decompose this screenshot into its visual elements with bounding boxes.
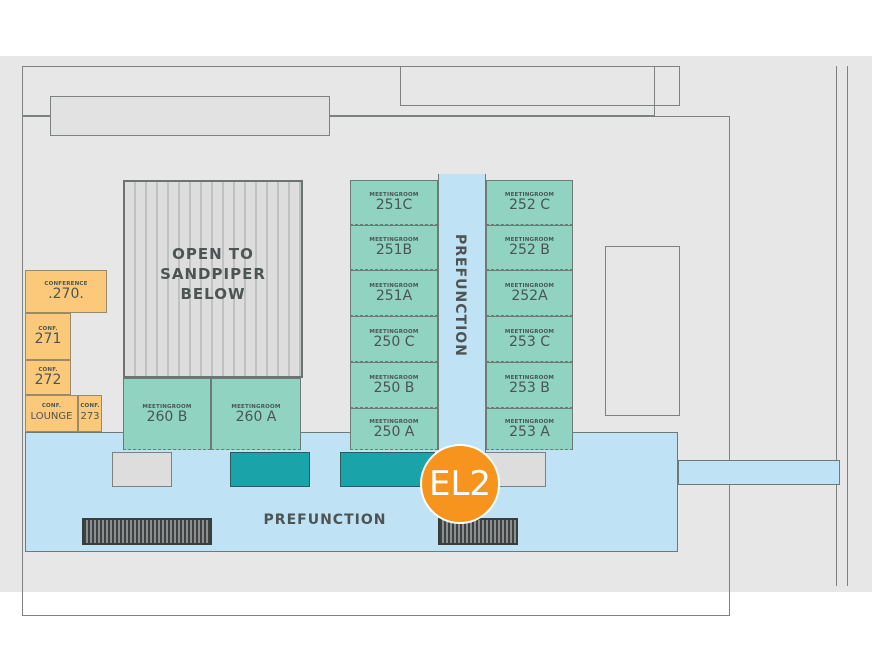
service-rooms-north [50, 96, 330, 136]
room-number: 252A [511, 287, 548, 304]
building-outline-north [22, 66, 655, 116]
prefunction-label: PREFUNCTION [263, 512, 387, 528]
room-number: 250 A [373, 423, 415, 440]
escalator-west [82, 518, 212, 545]
open-area-line2: SANDPIPER [160, 265, 266, 283]
floor-plan-map: PREFUNCTION PREFUNCTION OPEN TO SANDPIPE… [0, 56, 872, 616]
room-number: 250 C [373, 333, 415, 350]
east-corridor[interactable] [678, 460, 840, 485]
room-number: 260 A [235, 408, 277, 425]
room-type-label: CONF. [38, 367, 58, 373]
room-type-label: MEETINGROOM [369, 282, 419, 289]
prefunction-corridor[interactable] [438, 174, 486, 494]
prefunction-vertical-label: PREFUNCTION [452, 234, 468, 357]
open-to-sandpiper-area: OPEN TO SANDPIPER BELOW [123, 180, 303, 378]
room-number: 253 B [509, 379, 550, 396]
conference-room-271[interactable]: CONF.271 [25, 313, 71, 360]
loading-area [400, 66, 680, 106]
room-number: 273 [80, 411, 100, 422]
building-outline [22, 116, 730, 616]
room-number: 253 A [509, 423, 550, 440]
room-number: 271 [34, 331, 62, 347]
room-type-label: MEETINGROOM [369, 328, 419, 335]
conference-room-272[interactable]: CONF.272 [25, 360, 71, 395]
location-marker-label: EL2 [428, 464, 492, 504]
room-type-label: MEETINGROOM [142, 403, 192, 410]
room-number: .270. [48, 286, 84, 302]
room-type-label: CONF. [80, 403, 100, 409]
room-number: 251C [375, 197, 413, 213]
room-number: 251B [375, 242, 413, 258]
room-type-label: MEETINGROOM [504, 282, 555, 289]
room-type-label: MEETINGROOM [231, 403, 281, 410]
room-number: 272 [34, 372, 62, 388]
room-type-label: CONFERENCE [44, 281, 88, 287]
room-type-label: MEETINGROOM [369, 192, 419, 198]
room-type-label: MEETINGROOM [369, 418, 419, 425]
room-number: LOUNGE [30, 411, 73, 422]
stair-core-east [605, 246, 680, 416]
room-type-label: MEETINGROOM [504, 328, 555, 335]
conference-room-lounge[interactable]: CONF. LOUNGE [25, 395, 78, 432]
room-type-label: MEETINGROOM [369, 374, 419, 381]
service-area-west [230, 452, 310, 487]
room-type-label: MEETINGROOM [504, 374, 555, 381]
exterior-walkway [836, 66, 848, 586]
restroom-west [112, 452, 172, 487]
room-type-label: CONF. [41, 403, 62, 409]
room-type-label: MEETINGROOM [369, 237, 419, 243]
room-type-label: MEETINGROOM [504, 237, 555, 243]
room-number: 252 C [509, 197, 550, 213]
conference-room-273[interactable]: CONF. 273 [78, 395, 102, 432]
open-area-line3: BELOW [180, 285, 246, 303]
room-number: 252 B [509, 242, 550, 258]
open-area-line1: OPEN TO [172, 245, 254, 263]
room-type-label: MEETINGROOM [504, 192, 555, 198]
room-number: 253 C [509, 333, 550, 350]
room-type-label: MEETINGROOM [504, 418, 555, 425]
conference-room-270[interactable]: CONFERENCE.270. [25, 270, 107, 313]
room-number: 250 B [373, 379, 415, 396]
location-marker-el2[interactable]: EL2 [420, 444, 500, 524]
service-area-east [340, 452, 435, 487]
room-number: 251A [375, 287, 413, 304]
room-number: 260 B [146, 408, 188, 425]
room-type-label: CONF. [38, 326, 58, 332]
